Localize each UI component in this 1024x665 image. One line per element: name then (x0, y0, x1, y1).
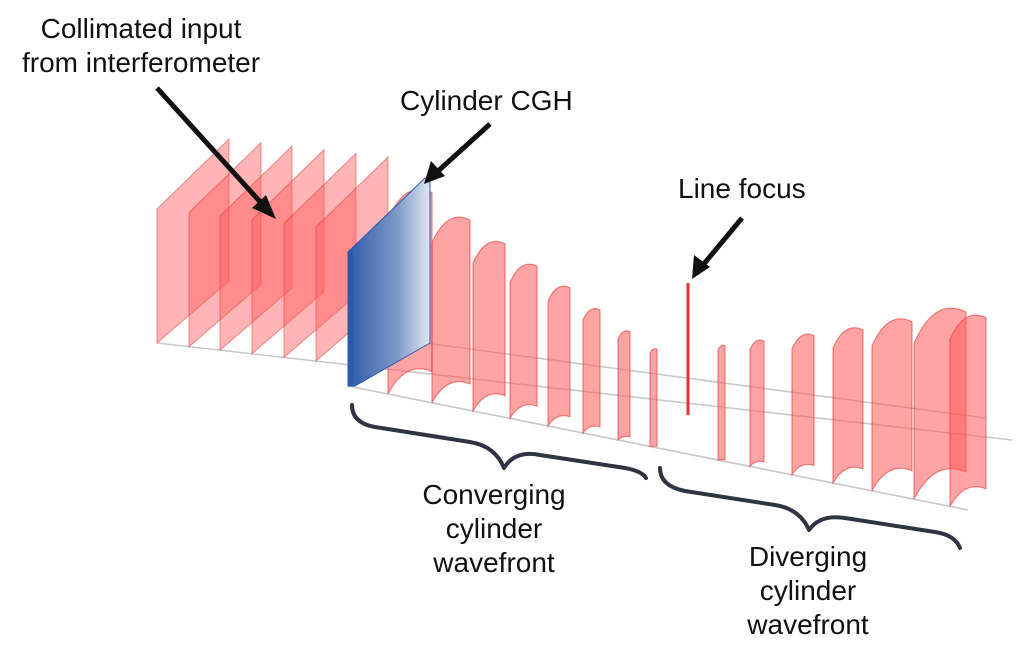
cylinder-wavefront-panel (949, 314, 987, 507)
line-focus-label: Line focus (678, 172, 806, 206)
cylinder-cgh-plate (347, 177, 431, 387)
cylinder-wavefront-panel (749, 339, 765, 469)
cylinder-wavefront-panel (547, 285, 571, 429)
diverging-brace (658, 466, 962, 550)
arrow-collimated (155, 86, 265, 207)
flat-wavefront-panel (219, 144, 293, 352)
cylinder-cgh-label: Cylinder CGH (400, 84, 573, 118)
arrow-cgh (435, 122, 492, 174)
arrow-line-focus (701, 216, 744, 267)
cylinder-wavefront-panel (509, 263, 538, 421)
collimated-label-line-1: Collimated input (40, 13, 242, 44)
flat-wavefront-panel (156, 137, 230, 345)
annotation-arrows (155, 86, 744, 279)
converging-label-line-1: Converging (422, 479, 566, 510)
converging-label: Converging cylinder wavefront (404, 478, 584, 580)
collimated-label-line-2: from interferometer (22, 47, 261, 78)
cylinder-wavefront-panel (832, 327, 864, 486)
converging-label-line-3: wavefront (433, 547, 555, 578)
cgh-label-line-1: Cylinder CGH (400, 85, 573, 116)
cylinder-wavefront-panel (871, 318, 913, 492)
line-focus-label-line-1: Line focus (678, 173, 806, 204)
diverging-label-line-2: cylinder (759, 575, 857, 606)
collimated-input-label: Collimated input from interferometer (22, 12, 260, 80)
cylinder-wavefront-panel (791, 333, 815, 477)
diverging-label: Diverging cylinder wavefront (718, 540, 898, 642)
cylinder-wavefront-panel (472, 240, 506, 414)
cylinder-wavefront-panel (582, 307, 601, 435)
cylinder-wavefront-panel (617, 330, 631, 442)
converging-label-line-2: cylinder (445, 513, 543, 544)
flat-wavefront-panel (251, 148, 325, 355)
cylinder-wavefront-panel (717, 344, 726, 461)
converging-brace (350, 403, 648, 480)
axis-front-floor (347, 385, 969, 511)
flat-wavefront-panel (283, 152, 357, 359)
cylinder-wavefront-panel (649, 348, 658, 448)
cylinder-wavefront-panel (431, 216, 471, 404)
diverging-label-line-3: wavefront (747, 609, 869, 640)
diverging-label-line-1: Diverging (748, 541, 868, 572)
